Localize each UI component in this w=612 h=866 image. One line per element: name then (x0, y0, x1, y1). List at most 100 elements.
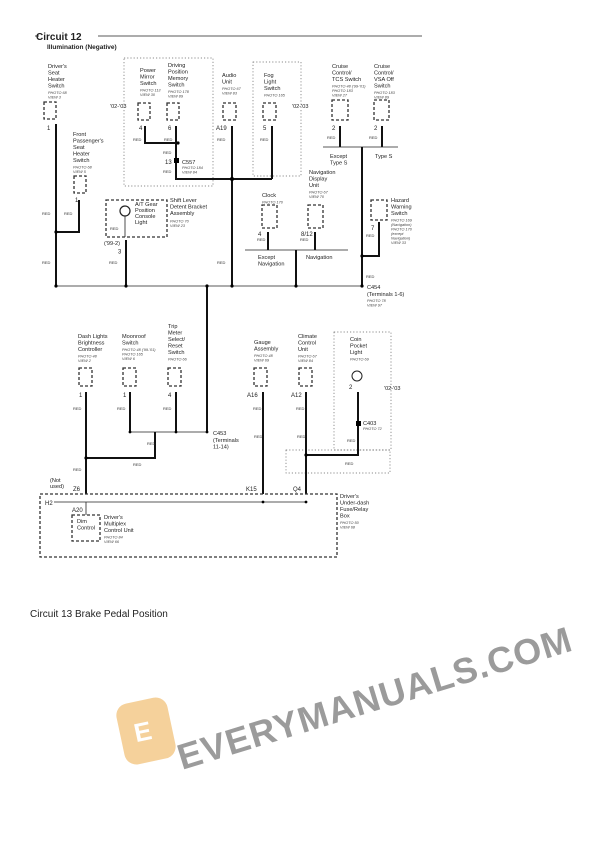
wire-color-label: RED (217, 137, 226, 142)
wire-color-label: RED (296, 406, 305, 411)
component-name: Cruise (374, 64, 390, 70)
branch-label: Except (330, 154, 348, 160)
year-label: '02-'03 (110, 104, 126, 110)
dim-control-box (71, 514, 101, 542)
component-photo-ref: VIEW 83 (222, 92, 238, 96)
connector-terminals: (Terminals 1-6) (367, 292, 404, 298)
wire-color-label: RED (64, 211, 73, 216)
connector-name: C403 (363, 421, 376, 427)
component-photo-ref: VIEW 6 (122, 357, 136, 361)
component-photo-ref: PHOTO 165 (122, 353, 144, 357)
component-name: Memory (168, 76, 188, 82)
multiplex-control-unit-name: Driver's (104, 515, 123, 521)
pin-number: 2 (374, 126, 378, 132)
component-photo-ref: VIEW 27 (332, 94, 348, 98)
component-photo-ref: PHOTO 113 (140, 89, 161, 93)
wire-color-label: RED (254, 434, 263, 439)
pin-number: 3 (118, 250, 122, 256)
pin-number: 2 (349, 385, 353, 391)
component-name: Unit (222, 80, 232, 86)
component-name: Dash Lights (78, 334, 108, 340)
connector-box (373, 99, 390, 121)
component-photo-ref: PHOTO 170 (262, 201, 284, 205)
pin-number: 13 (165, 160, 172, 166)
dim-control-label: Dim (77, 519, 87, 525)
component-name: Heater (48, 77, 65, 83)
component-name: Display (309, 177, 328, 183)
component-name: Meter (168, 331, 182, 337)
assembly-photo-ref: VIEW 23 (170, 224, 186, 228)
wire-color-label: RED (347, 438, 356, 443)
component-name: VSA Off (374, 77, 394, 83)
component-name: Switch (168, 83, 184, 89)
connector-box (78, 367, 93, 387)
connector-name: C557 (182, 160, 195, 166)
component-name: Fog (264, 73, 274, 79)
wire-color-label: RED (163, 169, 172, 174)
component-name: Switch (73, 158, 89, 164)
connector-box (261, 204, 278, 229)
component-photo-ref: PHOTO 183 (374, 91, 396, 95)
component-name: Assembly (254, 347, 278, 353)
option-box-coin-light-lower (285, 449, 391, 474)
wire-color-label: RED (163, 150, 172, 155)
component-name: Unit (309, 183, 319, 189)
component-photo-ref: PHOTO 69 (350, 358, 370, 362)
component-name: Trip (168, 324, 177, 330)
console-light-name: A/T Gear (135, 202, 158, 208)
component-photo-ref: PHOTO 48 ('99-'01) (122, 348, 156, 352)
pin-h2: H2 (45, 501, 53, 507)
component-name: Light (350, 350, 363, 356)
component-photo-ref: PHOTO 169 (391, 219, 413, 223)
component-name: Warning (391, 205, 412, 211)
branch-label: Except (258, 255, 276, 261)
shift-lever-assembly-box (105, 199, 168, 238)
connector-photo-ref: PHOTO 78 (367, 299, 387, 303)
component-photo-ref: VIEW 3 (48, 96, 62, 100)
connector-box (370, 199, 388, 221)
component-photo-ref: PHOTO 178 (168, 90, 190, 94)
option-box-coin-light (333, 331, 392, 451)
branch-label: Type S (375, 154, 393, 160)
watermark-logo-icon (116, 697, 176, 765)
pin-q4: Q4 (293, 487, 302, 493)
bulb-icon (351, 370, 363, 382)
component-photo-ref: PHOTO 67 (309, 191, 329, 195)
component-photo-ref: VIEW 89 (374, 96, 390, 100)
component-photo-ref: (Navigation) (391, 223, 412, 227)
component-name: Light (264, 80, 277, 86)
year-label: '02-'03 (384, 386, 400, 392)
fuse-box-photo-ref: PHOTO 50 (340, 521, 360, 525)
console-light-name: Position (135, 208, 155, 214)
component-photo-ref: PHOTO 165 (264, 94, 286, 98)
connector-box (298, 367, 313, 387)
connector-box (167, 367, 182, 387)
component-photo-ref: PHOTO 48 (78, 355, 98, 359)
branch-label: Navigation (258, 262, 284, 268)
connector-photo-ref: VIEW 97 (367, 304, 383, 308)
assembly-photo-ref: PHOTO 70 (170, 220, 190, 224)
component-photo-ref: PHOTO 67 (298, 355, 318, 359)
fuse-box-name: Fuse/Relay (340, 507, 368, 513)
wire-color-label: RED (73, 467, 82, 472)
pin-number: 1 (75, 198, 79, 204)
wire-color-label: RED (164, 137, 173, 142)
assembly-name: Detent Bracket (170, 205, 207, 211)
connector-name: C453 (213, 431, 226, 437)
wire-color-label: RED (109, 260, 118, 265)
watermark: E EVERYMANUALS.COM (116, 618, 577, 778)
watermark-logo-letter: E (131, 715, 154, 748)
pin-number: 1 (79, 393, 83, 399)
wire-color-label: RED (253, 406, 262, 411)
component-name: Control (298, 341, 316, 347)
fuse-box-name: Driver's (340, 494, 359, 500)
console-light-name: Console (135, 214, 156, 220)
component-name: Pocket (350, 344, 368, 350)
component-name: Seat (73, 145, 85, 151)
component-photo-ref: VIEW 70 (309, 195, 325, 199)
